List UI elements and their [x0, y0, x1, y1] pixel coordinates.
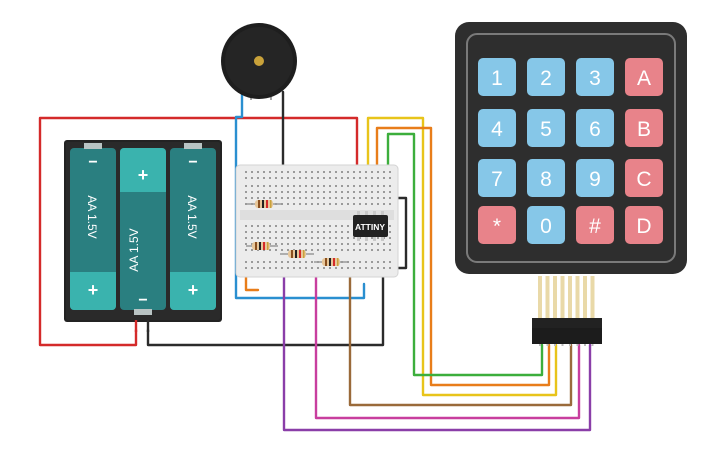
key-label: 8	[540, 168, 552, 191]
key-a[interactable]: A	[625, 58, 663, 96]
key-b[interactable]: B	[625, 109, 663, 147]
cell-1-bottom-symbol: +	[88, 280, 99, 300]
key-3[interactable]: 3	[576, 58, 614, 96]
key-label: 1	[491, 67, 503, 90]
battery-pack[interactable]: − AA 1.5V + + AA 1.5V − − AA 1.5V +	[64, 140, 222, 332]
wire-purple[interactable]	[282, 250, 592, 432]
attiny-chip[interactable]: ATTINY	[353, 211, 388, 241]
wire-magenta[interactable]	[314, 260, 581, 420]
wire-green[interactable]	[386, 132, 544, 377]
key-5[interactable]: 5	[527, 109, 565, 147]
cell-2-label: AA 1.5V	[127, 228, 141, 271]
keypad-connector	[532, 276, 602, 346]
cell-1-top-symbol: −	[88, 154, 97, 171]
key-label: #	[589, 215, 601, 238]
battery-cell-3: − AA 1.5V +	[170, 143, 216, 310]
cell-3-top-symbol: −	[188, 154, 197, 171]
resistors	[246, 200, 348, 266]
key-label: 0	[540, 215, 552, 238]
cell-3-bottom-symbol: +	[188, 280, 199, 300]
key-label: A	[637, 67, 651, 90]
key-0[interactable]: 0	[527, 206, 565, 244]
breadboard[interactable]	[235, 164, 399, 278]
cell-3-label: AA 1.5V	[185, 195, 199, 238]
keypad-keys: 1 2 3 A 4 5 6 B 7 8 9 C * 0 # D	[478, 58, 663, 244]
wire-brown[interactable]	[348, 260, 573, 407]
wire-orange[interactable]	[375, 126, 551, 387]
battery-cell-2: + AA 1.5V −	[120, 148, 166, 315]
key-label: D	[636, 215, 651, 238]
key-c[interactable]: C	[625, 159, 663, 197]
resistor-2[interactable]	[246, 242, 278, 250]
battery-cell-1: − AA 1.5V +	[70, 143, 116, 310]
key-6[interactable]: 6	[576, 109, 614, 147]
cell-2-bottom-symbol: −	[138, 292, 147, 309]
key-hash[interactable]: #	[576, 206, 614, 244]
key-9[interactable]: 9	[576, 159, 614, 197]
key-4[interactable]: 4	[478, 109, 516, 147]
key-label: 9	[589, 168, 601, 191]
key-d[interactable]: D	[625, 206, 663, 244]
resistor-4[interactable]	[314, 258, 348, 266]
key-label: 4	[491, 118, 503, 141]
key-label: 5	[540, 118, 552, 141]
cell-1-label: AA 1.5V	[85, 195, 99, 238]
key-label: 6	[589, 118, 601, 141]
key-star[interactable]: *	[478, 206, 516, 244]
chip-label: ATTINY	[355, 222, 385, 232]
key-label: 3	[589, 67, 601, 90]
key-label: C	[636, 168, 651, 191]
wire-red[interactable]	[38, 116, 359, 347]
key-label: 7	[491, 168, 503, 191]
buzzer-sound-hole-icon	[254, 56, 264, 66]
resistor-3[interactable]	[280, 250, 314, 258]
cell-2-top-symbol: +	[138, 165, 149, 185]
piezo-buzzer[interactable]	[221, 23, 297, 100]
wire-yellow[interactable]	[366, 116, 558, 397]
keypad[interactable]: 1 2 3 A 4 5 6 B 7 8 9 C * 0 # D	[455, 22, 687, 274]
key-label: *	[493, 215, 501, 238]
key-7[interactable]: 7	[478, 159, 516, 197]
key-2[interactable]: 2	[527, 58, 565, 96]
resistor-1[interactable]	[246, 200, 282, 208]
key-1[interactable]: 1	[478, 58, 516, 96]
key-8[interactable]: 8	[527, 159, 565, 197]
breadboard-holes	[245, 171, 391, 269]
key-label: 2	[540, 67, 552, 90]
key-label: B	[637, 118, 651, 141]
